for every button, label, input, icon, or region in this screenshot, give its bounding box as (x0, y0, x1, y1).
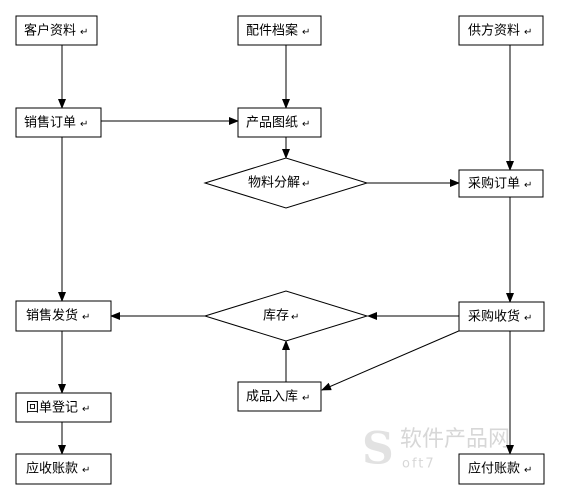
node-label: 产品图纸 (246, 116, 298, 131)
return-mark-icon: ↵ (302, 179, 310, 190)
node-parts-archive: 配件档案 ↵ (237, 15, 322, 46)
node-finished-goods-in: 成品入库 ↵ (237, 381, 322, 412)
node-customer-info: 客户资料 ↵ (15, 15, 98, 46)
watermark-text: 软件产品网 (400, 427, 510, 452)
node-purchase-order: 采购订单 ↵ (458, 169, 544, 198)
watermark-logo-icon: S (362, 424, 394, 475)
watermark-subtext: oft7 (402, 457, 436, 472)
node-sales-order: 销售订单 ↵ (15, 107, 102, 138)
connectors (58, 45, 514, 455)
return-mark-icon: ↵ (291, 312, 299, 323)
watermark: S 软件产品网 oft7 (362, 424, 510, 475)
return-mark-icon: ↵ (524, 465, 532, 476)
node-label: 供方资料 (468, 23, 520, 39)
node-product-drawing: 产品图纸 ↵ (237, 107, 322, 138)
return-mark-icon: ↵ (302, 27, 310, 38)
node-label: 采购收货 (468, 309, 520, 325)
node-accounts-receivable: 应收账款 ↵ (15, 453, 112, 485)
node-purchase-receipt: 采购收货 ↵ (458, 301, 545, 332)
node-sales-shipment: 销售发货 ↵ (15, 300, 112, 332)
node-label: 应付账款 (468, 461, 520, 477)
node-inventory: 库存 ↵ (203, 290, 369, 342)
node-label: 成品入库 (246, 389, 298, 405)
return-mark-icon: ↵ (80, 27, 88, 38)
return-mark-icon: ↵ (302, 119, 310, 130)
return-mark-icon: ↵ (82, 404, 90, 415)
return-mark-icon: ↵ (82, 312, 90, 323)
node-label: 回单登记 (26, 401, 78, 416)
return-mark-icon: ↵ (82, 465, 90, 476)
node-label: 销售发货 (26, 308, 78, 324)
node-return-registration: 回单登记 ↵ (15, 392, 112, 423)
return-mark-icon: ↵ (524, 27, 532, 38)
node-label: 应收账款 (26, 461, 78, 477)
node-material-breakdown: 物料分解 ↵ (203, 157, 369, 209)
node-label: 配件档案 (246, 24, 298, 39)
return-mark-icon: ↵ (524, 313, 532, 324)
return-mark-icon: ↵ (524, 180, 532, 191)
node-label: 库存 (263, 308, 289, 324)
edge-receipt-to-finished-goods (321, 329, 462, 391)
return-mark-icon: ↵ (302, 393, 310, 404)
node-label: 采购订单 (468, 176, 520, 192)
node-label: 销售订单 (24, 115, 76, 131)
node-label: 客户资料 (24, 23, 76, 39)
node-accounts-payable: 应付账款 ↵ (458, 453, 545, 485)
node-label: 物料分解 (248, 176, 300, 191)
return-mark-icon: ↵ (80, 119, 88, 130)
node-supplier-info: 供方资料 ↵ (458, 15, 544, 46)
